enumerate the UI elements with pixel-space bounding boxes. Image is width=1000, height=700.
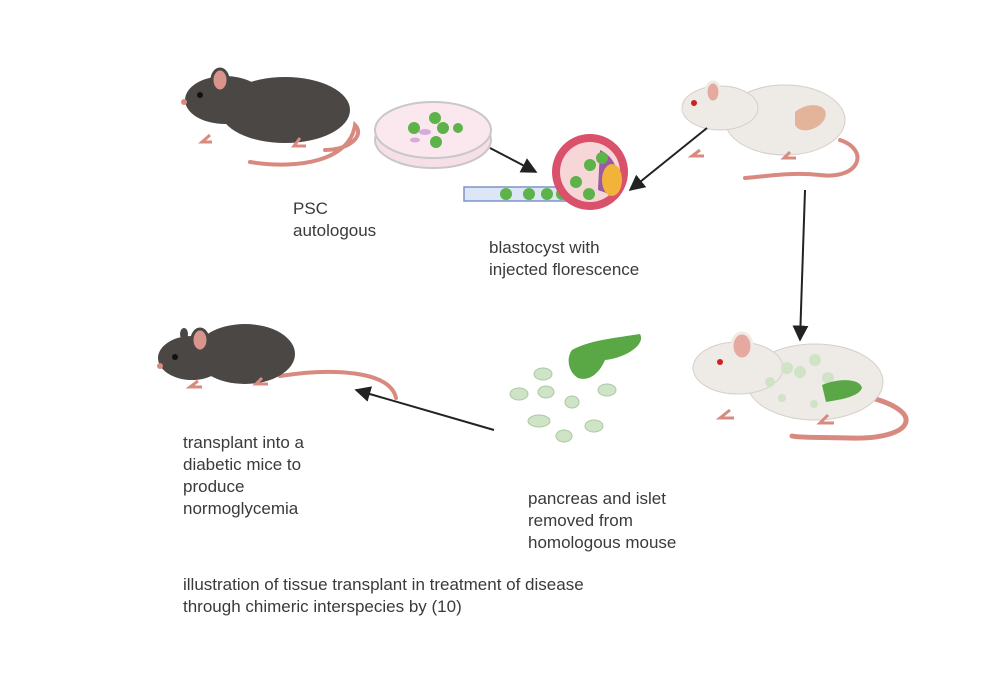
transplant-label-line2: diabetic mice to [183,455,302,474]
caption-line2: through chimeric interspecies by (10) [183,597,462,616]
caption: illustration of tissue transplant in tre… [183,574,584,618]
petri-dish-icon [374,101,492,169]
arrow-islets-to-recipient [354,386,495,431]
blastocyst-label-line1: blastocyst with [489,238,600,257]
chimeric-mouse-icon [692,331,909,441]
white-mouse-icon [680,80,860,180]
pancreas-islets-icon [509,334,642,443]
transplant-label-line4: normoglycemia [183,499,299,518]
psc-label-line1: PSC [293,199,328,218]
transplant-label-line1: transplant into a [183,433,304,452]
blastocyst-label: blastocyst with injected florescence [489,237,639,281]
arrow-host-to-chimera [792,189,809,342]
dark-mouse-icon [181,67,361,167]
pancreas-label-line1: pancreas and islet [528,489,666,508]
psc-label: PSC autologous [293,198,376,242]
arrow-host-to-blastocyst [628,127,708,192]
pancreas-label-line3: homologous mouse [528,533,677,552]
blastocyst-label-line2: injected florescence [489,260,640,279]
psc-label-line2: autologous [293,221,377,240]
transplant-label: transplant into a diabetic mice to produ… [183,432,304,520]
blastocyst-icon [463,134,628,210]
pancreas-label: pancreas and islet removed from homologo… [528,488,676,554]
recipient-mouse-icon [157,324,398,400]
arrow-dish-to-blastocyst [489,147,538,173]
transplant-label-line3: produce [183,477,245,496]
caption-line1: illustration of tissue transplant in tre… [183,575,584,594]
pancreas-label-line2: removed from [528,511,633,530]
